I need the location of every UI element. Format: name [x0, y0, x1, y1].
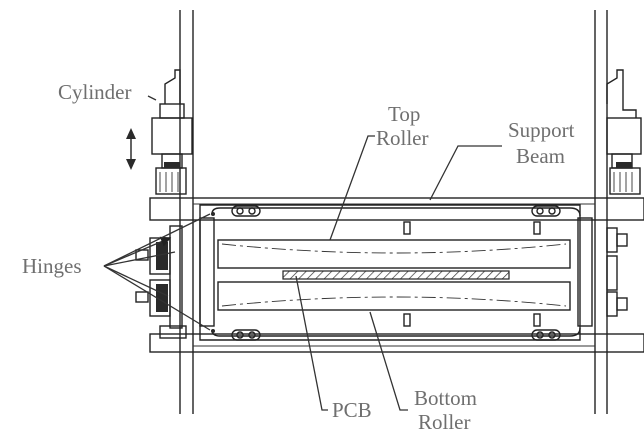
bottom-roller-label-line1: Bottom — [414, 386, 478, 410]
right-cylinder — [606, 69, 642, 195]
hinges-label: Hinges — [22, 254, 82, 278]
top-roller — [217, 221, 571, 269]
right-frame-post — [594, 10, 608, 414]
support-beam-label-line1: Support — [508, 118, 575, 142]
support-beam — [149, 197, 644, 221]
lower-frame-tab — [159, 325, 187, 339]
bottom-roller — [217, 281, 571, 327]
support-beam-label-line2: Beam — [516, 144, 565, 168]
cylinder-label: Cylinder — [58, 80, 132, 104]
hinge-blocks — [135, 225, 183, 329]
pcb-board — [282, 270, 510, 280]
left-frame-post — [179, 10, 194, 414]
top-roller-label-line2: Roller — [376, 126, 429, 150]
bottom-beam — [149, 333, 644, 353]
motion-arrow-icon — [126, 128, 136, 170]
right-side-bolts — [606, 227, 628, 317]
roller-housing — [199, 204, 593, 341]
pcb-label: PCB — [332, 398, 372, 422]
left-cylinder — [151, 69, 193, 195]
bottom-roller-label-line2: Roller — [418, 410, 471, 434]
top-roller-label-line1: Top — [388, 102, 421, 126]
leader-lines — [103, 95, 502, 411]
